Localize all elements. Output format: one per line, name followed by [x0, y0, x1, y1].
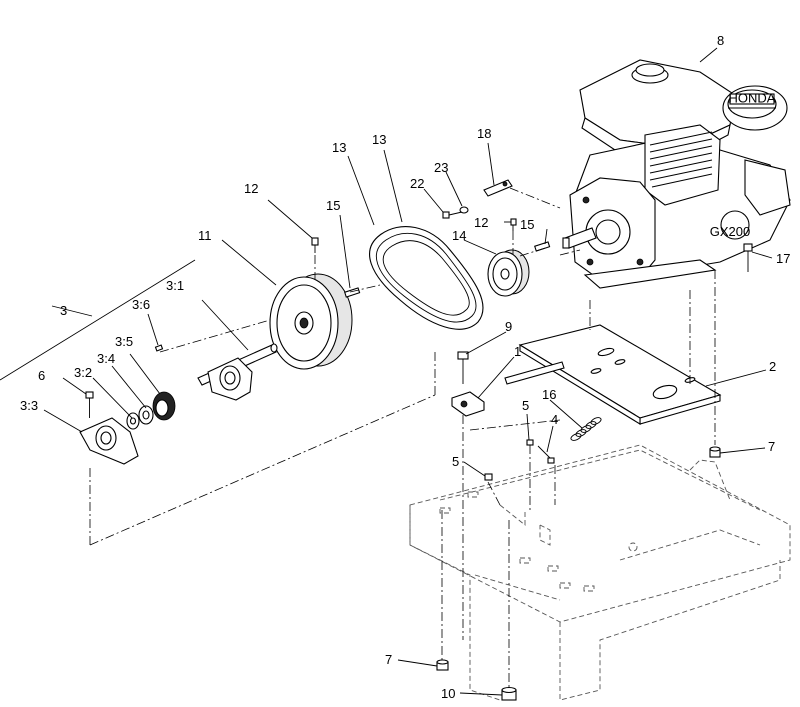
key-part-15a: [344, 287, 361, 298]
washer-part-23: [459, 206, 469, 214]
callout-16: 16: [542, 387, 556, 402]
pivot-block-part-1: [451, 391, 485, 417]
callout-7a: 7: [768, 439, 775, 454]
setscrew-part-12a: [311, 237, 319, 253]
spring-part-16: [570, 417, 602, 441]
nut-part-7b: [436, 659, 449, 671]
callout-6: 6: [38, 368, 45, 383]
callout-3: 3: [60, 303, 67, 318]
callout-23: 23: [434, 160, 448, 175]
bolt-part-9: [457, 351, 469, 384]
nut-part-10: [501, 686, 517, 701]
callout-13a: 13: [332, 140, 346, 155]
callout-9: 9: [505, 319, 512, 334]
mount-plate-part-2: [504, 324, 722, 425]
engine-brand-text: HONDA: [729, 91, 776, 106]
callout-3-2: 3:2: [74, 365, 92, 380]
callout-3-4: 3:4: [97, 351, 115, 366]
callout-3-6: 3:6: [132, 297, 150, 312]
engine-part-8: HONDA GX200: [562, 59, 791, 289]
callout-10: 10: [441, 686, 455, 701]
key-part-15b: [534, 241, 551, 252]
callout-13b: 13: [372, 132, 386, 147]
pulley-part-11: [269, 273, 353, 370]
pulley-part-14: [487, 249, 530, 297]
callout-17: 17: [776, 251, 790, 266]
setscrew-part-12b: [510, 218, 517, 231]
leader-lines: [0, 47, 773, 696]
callout-11: 11: [198, 228, 212, 243]
nut-part-5b: [484, 473, 493, 481]
belt-part-13: [369, 226, 484, 330]
callout-1: 1: [514, 344, 521, 359]
callout-12a: 12: [244, 181, 258, 196]
machine-frame: [409, 444, 791, 701]
callout-3-5: 3:5: [115, 334, 133, 349]
callout-2: 2: [769, 359, 776, 374]
callout-15b: 15: [520, 217, 534, 232]
engine-model-text: GX200: [710, 224, 750, 239]
callout-4: 4: [551, 412, 558, 427]
bolt-part-4: [537, 445, 555, 464]
callout-labels: 3 3:1 3:2 3:3 3:4 3:5 3:6 6 11 12 15 13 …: [20, 33, 790, 701]
callout-22: 22: [410, 176, 424, 191]
nut-part-5a: [526, 439, 534, 446]
callout-3-1: 3:1: [166, 278, 184, 293]
callout-18: 18: [477, 126, 491, 141]
callout-3-3: 3:3: [20, 398, 38, 413]
callout-12b: 12: [474, 215, 488, 230]
bracket-part-18: [483, 179, 513, 197]
callout-15a: 15: [326, 198, 340, 213]
callout-5a: 5: [522, 398, 529, 413]
callout-14: 14: [452, 228, 466, 243]
callout-5b: 5: [452, 454, 459, 469]
jackshaft-assembly-part-3: [79, 343, 278, 465]
bolt-part-22: [442, 211, 463, 219]
nut-part-7a: [709, 446, 721, 458]
alignment-lines: [89, 187, 716, 688]
callout-8: 8: [717, 33, 724, 48]
callout-7b: 7: [385, 652, 392, 667]
